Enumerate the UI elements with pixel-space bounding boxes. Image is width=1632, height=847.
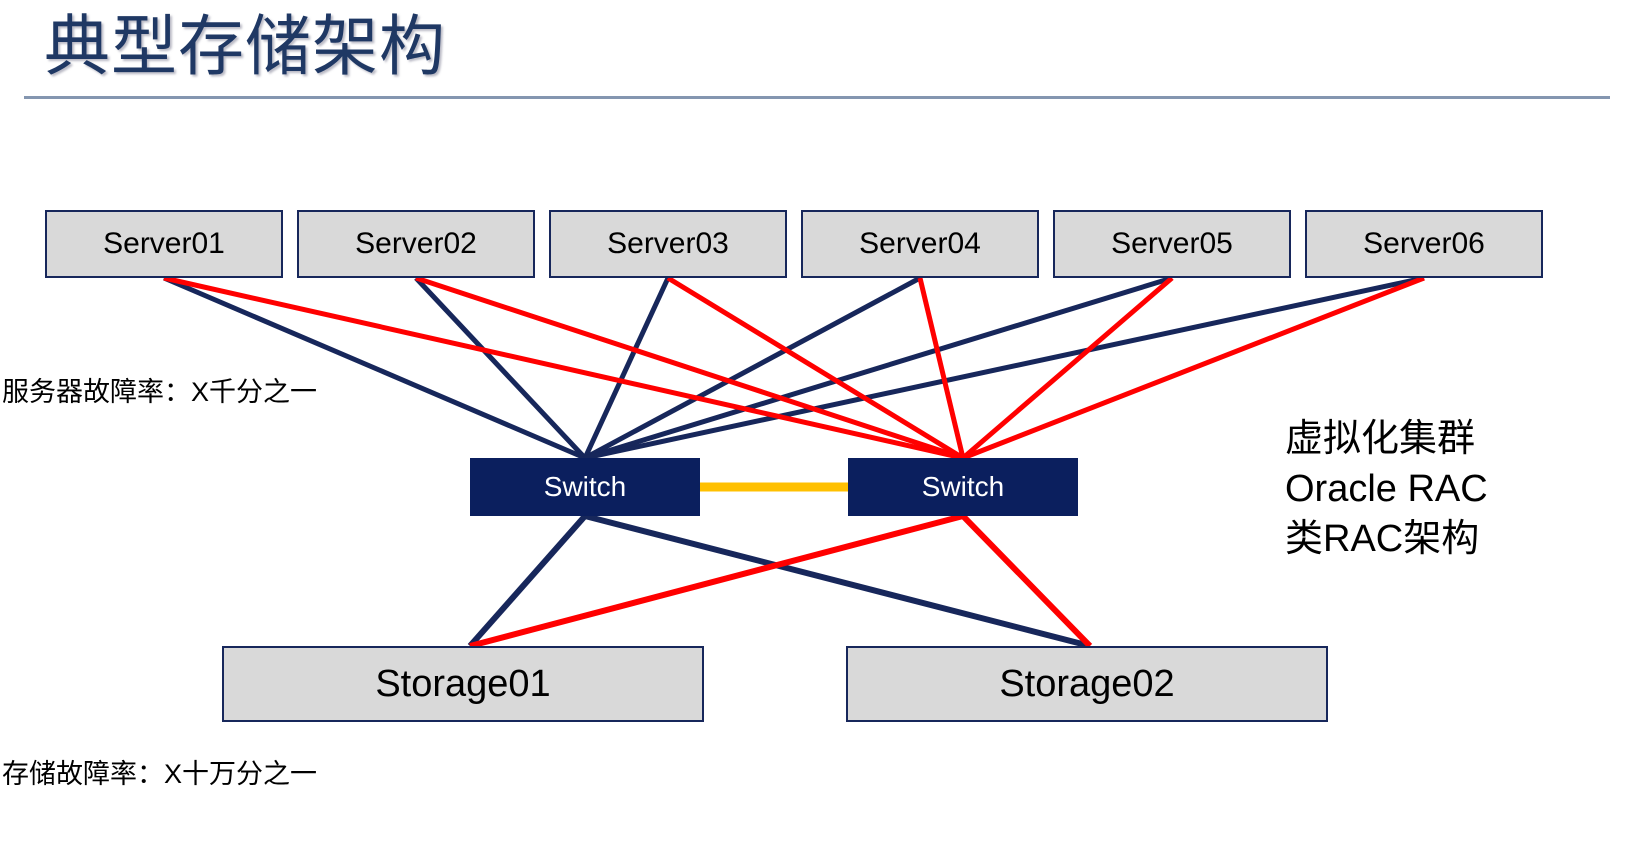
server-failure-rate-label: 服务器故障率：X千分之一 [2, 377, 318, 407]
server-node-6-label: Server06 [1363, 227, 1485, 260]
title-divider [24, 96, 1610, 99]
link-server2-switch2 [415, 275, 964, 461]
switch-node-1[interactable]: Switch [470, 458, 700, 516]
switch-node-2-label: Switch [921, 471, 1005, 502]
server-node-3[interactable]: Server03 [549, 210, 787, 278]
storage-node-1-label: Storage01 [375, 662, 551, 705]
server-node-5[interactable]: Server05 [1053, 210, 1291, 278]
switch-node-2[interactable]: Switch [848, 458, 1078, 516]
link-server4-switch2 [917, 277, 966, 459]
link-server5-switch2 [961, 276, 1174, 460]
storage-node-1[interactable]: Storage01 [222, 646, 704, 722]
cluster-note-line-3: 类RAC架构 [1285, 518, 1480, 560]
server-node-5-label: Server05 [1111, 227, 1233, 260]
cluster-note: 虚拟化集群 Oracle RAC 类RAC架构 [1285, 414, 1488, 564]
link-switch1-storage1 [467, 514, 588, 648]
cluster-note-line-1: 虚拟化集群 [1285, 418, 1476, 460]
server-node-4-label: Server04 [859, 227, 981, 260]
server-node-1-label: Server01 [103, 227, 225, 260]
link-server3-switch1 [582, 276, 671, 460]
storage-node-2[interactable]: Storage02 [846, 646, 1328, 722]
storage-node-2-label: Storage02 [999, 662, 1175, 705]
server-node-4[interactable]: Server04 [801, 210, 1039, 278]
link-server3-switch2 [666, 275, 965, 461]
switch-node-1-label: Switch [543, 471, 627, 502]
link-switch1-storage2 [584, 513, 1091, 649]
link-server5-switch1 [584, 275, 1173, 461]
storage-failure-rate-label: 存储故障率：X十万分之一 [2, 759, 318, 789]
link-server4-switch1 [583, 275, 922, 461]
server-node-6[interactable]: Server06 [1305, 210, 1543, 278]
link-server6-switch1 [584, 275, 1425, 461]
server-node-2[interactable]: Server02 [297, 210, 535, 278]
server-node-2-label: Server02 [355, 227, 477, 260]
cluster-note-line-2: Oracle RAC [1285, 468, 1488, 510]
server-node-3-label: Server03 [607, 227, 729, 260]
link-server1-switch2 [163, 275, 964, 461]
link-server1-switch1 [163, 275, 586, 461]
link-server2-switch1 [414, 276, 587, 460]
link-server6-switch2 [962, 275, 1425, 461]
link-switch2-storage2 [960, 513, 1093, 649]
page-title: 典型存储架构 [44, 9, 446, 83]
server-node-1[interactable]: Server01 [45, 210, 283, 278]
link-switch2-storage1 [469, 513, 964, 649]
